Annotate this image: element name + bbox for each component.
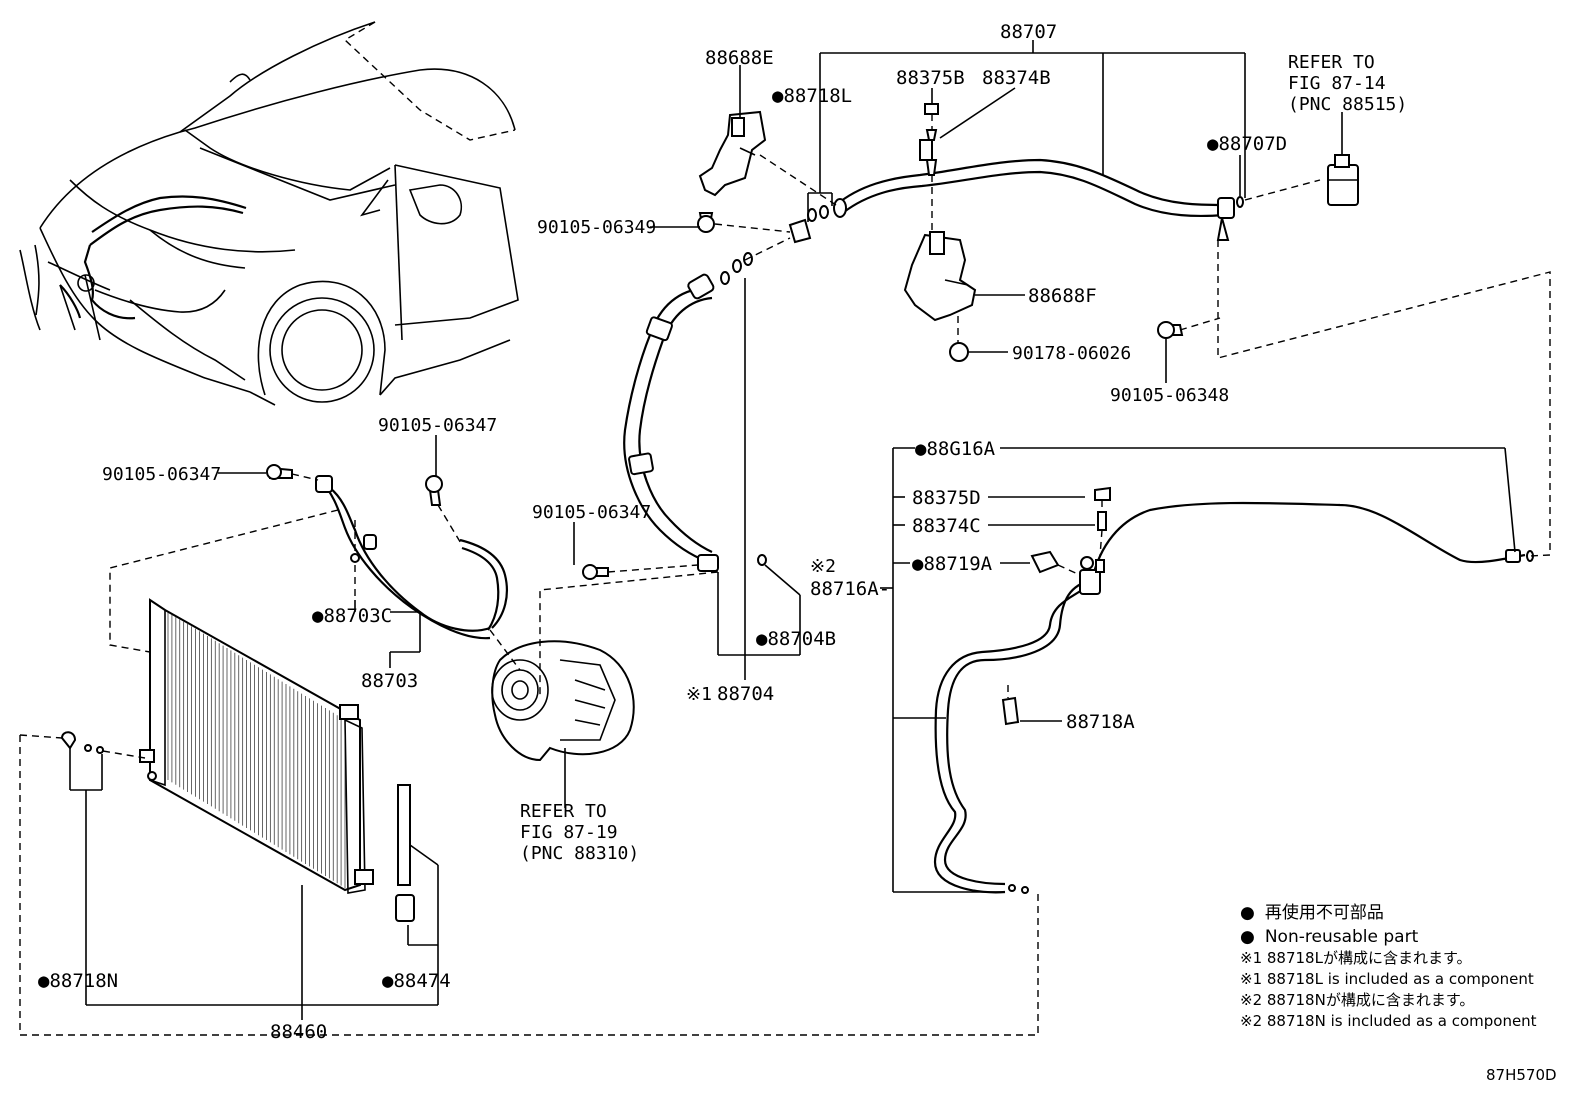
condenser-bracket-top (339, 704, 359, 720)
label-90105-06348: 90105-06348 (1110, 385, 1229, 406)
label-90105-06347-top: 90105-06347 (378, 415, 497, 436)
condenser-bracket-bottom (354, 869, 374, 885)
label-88707D: ●88707D (1207, 133, 1287, 155)
dashed-guides (19, 114, 1551, 1036)
refer-fig-87-14-line3: (PNC 88515) (1288, 94, 1407, 115)
nut-icon (949, 342, 969, 362)
labels: 88707 88688E ●88718L 88375B 88374B ●8870… (38, 21, 1407, 1043)
cap-icon (924, 103, 939, 115)
label-90105-06347-left: 90105-06347 (102, 464, 221, 485)
label-88460: 88460 (270, 1021, 327, 1043)
label-88688E: 88688E (705, 47, 774, 69)
legend-note1-jp: ※1 88718Lが構成に含まれます。 (1240, 949, 1471, 967)
refer-fig-87-14-line2: FIG 87-14 (1288, 73, 1386, 94)
pressure-switch-icon (1030, 550, 1060, 574)
label-88688F: 88688F (1028, 285, 1097, 307)
receiver-tube (397, 784, 411, 886)
refer-fig-87-14-line1: REFER TO (1288, 52, 1375, 73)
label-88703C: ●88703C (312, 605, 392, 627)
legend-note2-en: ※2 88718N is included as a component (1240, 1012, 1537, 1030)
label-88707: 88707 (1000, 21, 1057, 43)
mark-ref1: ※1 (686, 684, 712, 705)
valve-core-icon (925, 129, 938, 141)
receiver-cap (395, 894, 415, 922)
mark-ref2: ※2 (810, 556, 836, 577)
receiver-drier-bracket (1327, 154, 1359, 206)
label-88718N: ●88718N (38, 970, 118, 992)
leader-lines (69, 40, 1516, 1020)
condenser-fins (167, 612, 346, 888)
legend-jp-nonreusable: ●再使用不可部品 (1240, 902, 1384, 923)
bracket-88688E (698, 110, 767, 197)
refer-fig-87-19-line2: FIG 87-19 (520, 822, 618, 843)
pipe-88716A (933, 501, 1534, 894)
compressor (491, 640, 635, 762)
label-88704B: ●88704B (756, 628, 836, 650)
label-90178-06026: 90178-06026 (1012, 343, 1131, 364)
label-88718A: 88718A (1066, 711, 1135, 733)
o-ring-icon (350, 553, 360, 563)
legend-en-nonreusable: ●Non-reusable part (1240, 927, 1419, 947)
valve-core-icon (1097, 511, 1107, 531)
label-90105-06347-mid: 90105-06347 (532, 502, 651, 523)
diagram-code: 87H570D (1486, 1066, 1557, 1084)
car-illustration (19, 21, 519, 406)
legend: ●再使用不可部品 ●Non-reusable part ※1 88718Lが構成… (1240, 902, 1557, 1084)
suction-hose-88704 (623, 252, 767, 572)
label-88G16A: ●88G16A (915, 438, 996, 460)
label-88704: 88704 (717, 683, 774, 705)
label-88374C: 88374C (912, 515, 981, 537)
label-88703: 88703 (361, 670, 418, 692)
label-88716A: 88716A- (810, 578, 890, 600)
clip-icon (60, 731, 77, 750)
fasteners (266, 103, 1184, 726)
clamp-icon (1001, 696, 1020, 726)
pipe-88707 (833, 139, 1244, 241)
clip-icon (788, 218, 812, 244)
legend-note1-en: ※1 88718L is included as a component (1240, 970, 1534, 988)
label-88719A: ●88719A (912, 553, 993, 575)
cap-icon (1094, 486, 1111, 501)
refer-fig-87-19-line1: REFER TO (520, 801, 607, 822)
label-88375D: 88375D (912, 487, 981, 509)
label-90105-06349: 90105-06349 (537, 217, 656, 238)
label-88375B: 88375B (896, 67, 965, 89)
refer-fig-87-19-line3: (PNC 88310) (520, 843, 639, 864)
label-88718L: ●88718L (772, 85, 852, 107)
condenser-assembly (60, 598, 415, 922)
label-88474: ●88474 (382, 970, 451, 992)
legend-note2-jp: ※2 88718Nが構成に含まれます。 (1240, 991, 1474, 1009)
discharge-hose (315, 475, 509, 640)
bracket-88688F (903, 231, 977, 322)
condenser-bracket (139, 749, 155, 763)
label-88374B: 88374B (982, 67, 1051, 89)
